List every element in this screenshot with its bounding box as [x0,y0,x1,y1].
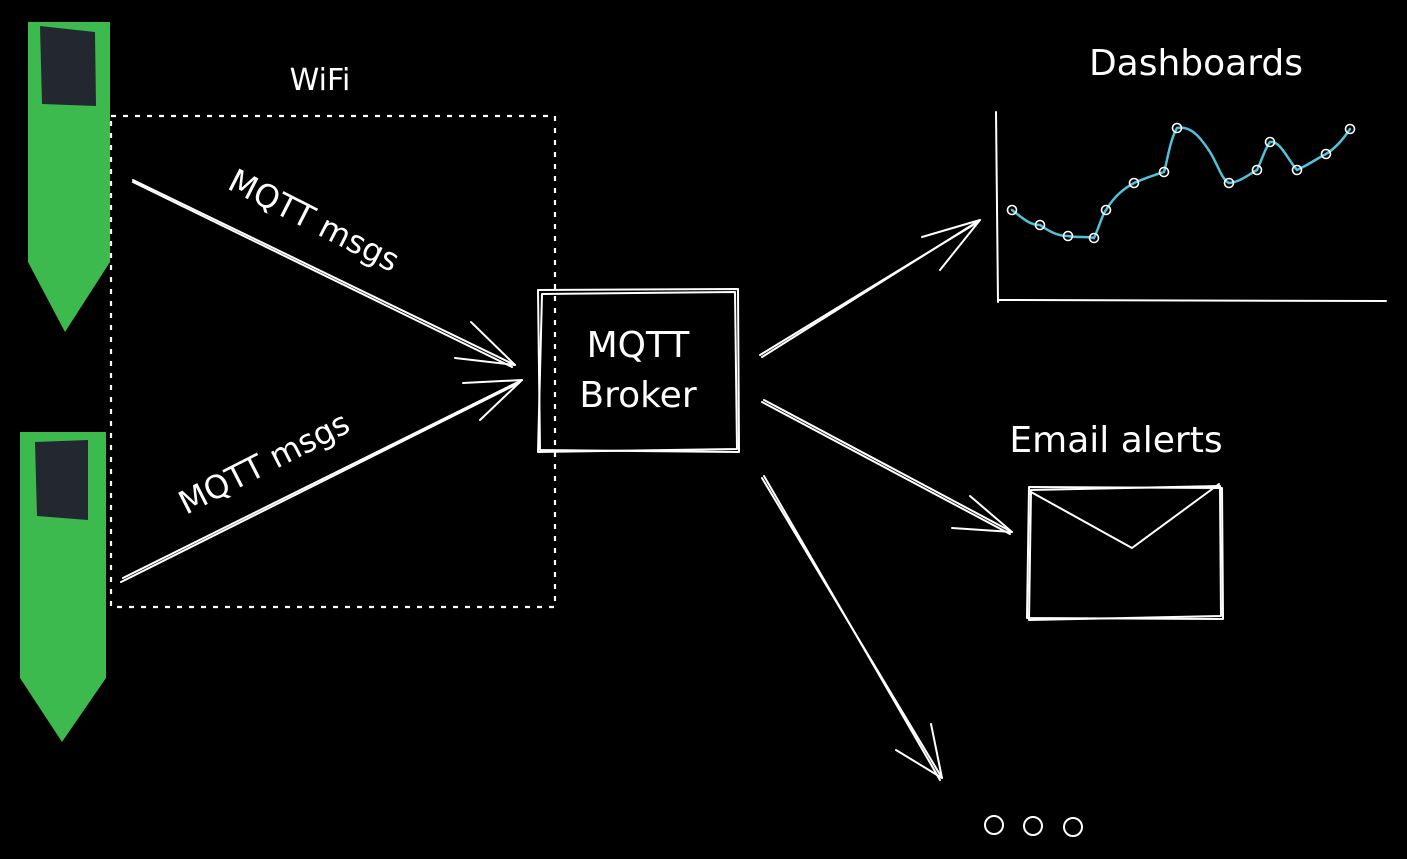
wifi-boundary [109,114,557,609]
chart-point [1344,123,1356,135]
ellipsis-dot [1063,817,1083,837]
broker-label-line2: Broker [579,375,696,416]
chart-point [1128,177,1140,189]
ellipsis-icon [984,815,1083,837]
email-alerts-label: Email alerts [1009,420,1222,461]
chart-x-axis [997,299,1387,302]
chart-point [1088,232,1100,244]
chart-points [1006,122,1356,244]
message-label-top: MQTT msgs [222,161,405,279]
sensor-device-icon [28,22,110,332]
wifi-label: WiFi [290,63,351,98]
chart-point [1320,148,1332,160]
chart-point [1171,122,1183,134]
ellipsis-dot [984,815,1004,835]
chart-point [1264,136,1276,148]
arrow-broker-to-dashboards [759,219,981,358]
chart-point [1006,204,1018,216]
sensor-device-icon [20,432,106,742]
envelope-icon [1026,483,1224,621]
chart-point [1291,164,1303,176]
arrow-broker-to-email [761,399,1013,535]
message-label-bottom: MQTT msgs [172,404,355,522]
arrow-broker-to-more [761,475,943,781]
chart-point [1251,164,1263,176]
chart-point [1100,204,1112,216]
device-screen [35,440,88,520]
chart-line [1010,126,1352,240]
arrow-device2-to-broker [120,379,523,583]
broker-label-line1: MQTT [587,325,691,366]
dashboards-label: Dashboards [1089,43,1303,84]
arrow-device1-to-broker [132,179,516,368]
chart-point [1158,166,1170,178]
ellipsis-dot [1023,816,1043,836]
chart-point [1223,177,1235,189]
device-screen [40,26,96,106]
chart-y-axis [995,111,999,303]
mqtt-broker-box [537,288,740,453]
chart-point [1062,230,1074,242]
chart-point [1034,219,1046,231]
dashboard-chart-icon [995,111,1387,303]
